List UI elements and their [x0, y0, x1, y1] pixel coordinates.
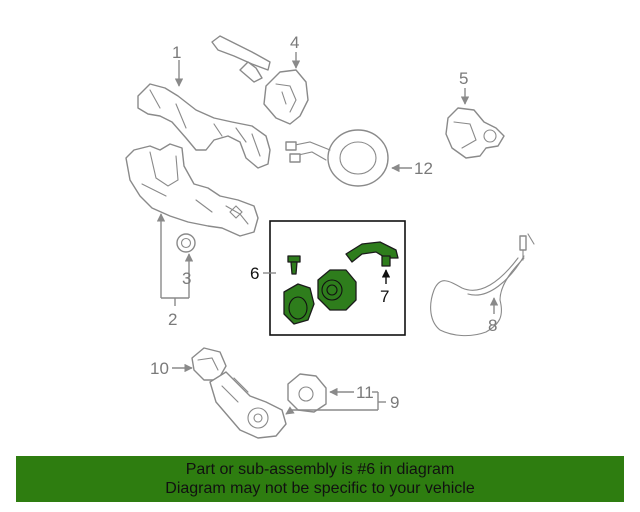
banner-line-2: Diagram may not be specific to your vehi… — [165, 480, 475, 497]
callout-10: 10 — [150, 359, 169, 378]
release-cable-part — [430, 233, 535, 337]
combination-switch-part — [211, 35, 309, 125]
lower-shroud-part — [125, 143, 259, 237]
banner-line-1: Part or sub-assembly is #6 in diagram — [185, 461, 455, 478]
callout-2: 2 — [168, 310, 177, 329]
callout-8: 8 — [488, 316, 497, 335]
callout-4: 4 — [290, 33, 299, 52]
callout-9: 9 — [390, 393, 399, 412]
parts-diagram: 1 2 3 4 5 12 — [125, 33, 535, 439]
ignition-module-part — [445, 107, 505, 159]
callout-12: 12 — [414, 159, 433, 178]
callout-11: 11 — [356, 383, 374, 402]
callout-6: 6 — [250, 264, 259, 283]
leader-9c — [285, 406, 295, 415]
steering-lock-part — [287, 373, 327, 413]
callout-3: 3 — [182, 269, 191, 288]
lock-cylinder-assembly-part — [283, 241, 399, 325]
column-bracket-part — [191, 347, 227, 381]
upper-shroud-part — [137, 83, 271, 169]
callout-5: 5 — [459, 69, 468, 88]
clock-spring-part — [285, 129, 389, 187]
callout-7: 7 — [380, 287, 389, 306]
callout-1: 1 — [172, 43, 181, 62]
lower-column-part — [209, 371, 287, 439]
info-banner: Part or sub-assembly is #6 in diagram Di… — [16, 456, 624, 502]
grommet-part — [176, 233, 196, 253]
